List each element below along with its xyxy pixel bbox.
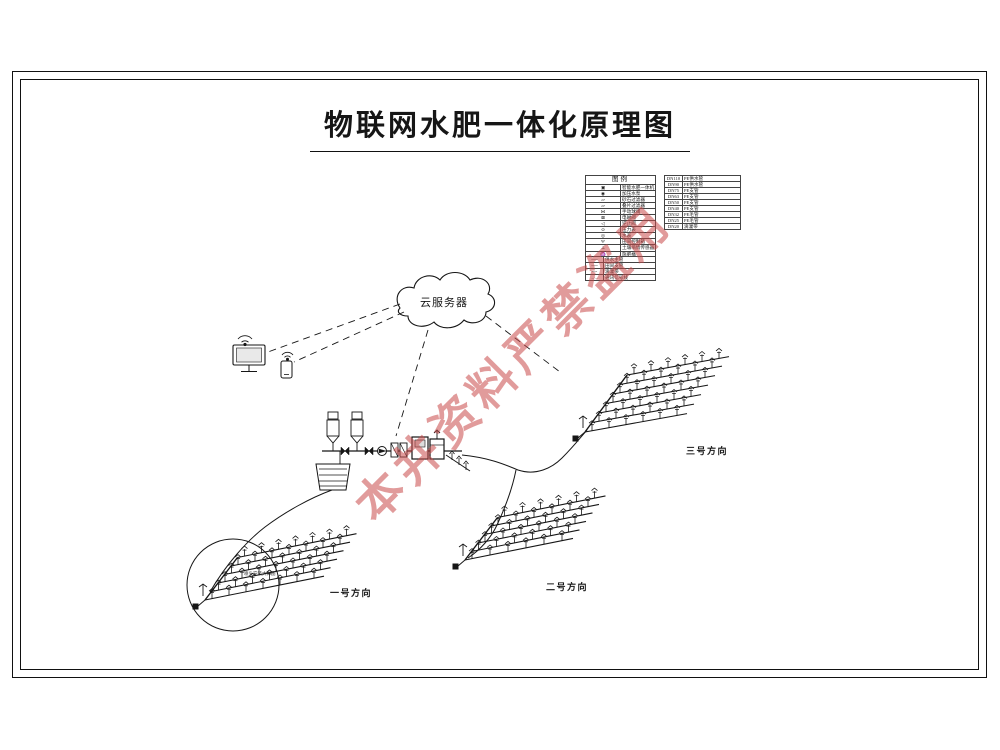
legend-table-main: 图例▣智能水肥一体机◉加压水泵▱砂石过滤器▱叠片过滤器⋈手动球阀⊠电磁阀◁逆止阀… xyxy=(585,175,656,264)
legend-table-lines: ──供水主管──田间支管╌╌滴灌带–·–通讯信号线 xyxy=(585,255,656,282)
legend-row: ▣智能水肥一体机 xyxy=(585,183,656,192)
field-label-2: 二号方向 xyxy=(546,582,589,592)
legend-label: 通讯信号线 xyxy=(603,274,656,282)
equipment-cluster xyxy=(315,411,471,491)
monitor-icon xyxy=(232,335,266,372)
sheet-border-inner xyxy=(20,79,979,670)
legend-symbol: DN110 xyxy=(664,174,683,183)
cloud-server-label: 云服务器 xyxy=(420,297,468,309)
phone-icon xyxy=(280,351,294,379)
field-grid-2 xyxy=(452,487,606,570)
field-grid-1 xyxy=(192,525,357,610)
title-row: 物联网水肥一体化原理图 xyxy=(0,102,1000,152)
field-label-3: 三号方向 xyxy=(686,446,729,456)
legend-label: 叠片过滤器 xyxy=(620,202,656,210)
legend-label: 智能水肥一体机 xyxy=(620,183,656,192)
detail-circle xyxy=(186,538,280,632)
legend-label: 砂石过滤器 xyxy=(620,196,656,204)
legend-row: –·–通讯信号线 xyxy=(585,274,656,282)
legend-row: ▱砂石过滤器 xyxy=(585,196,656,204)
legend-row: ▱叠片过滤器 xyxy=(585,202,656,210)
legend-label: 加压水泵 xyxy=(620,190,656,198)
sheet-border-outer xyxy=(12,71,987,678)
field-label-1: 一号方向 xyxy=(330,588,373,598)
field-grid-3 xyxy=(572,347,730,442)
cloud-server xyxy=(396,271,496,329)
legend-label: 手动球阀 xyxy=(620,208,656,216)
legend-symbol: DN20 xyxy=(664,223,683,231)
legend-label: 土壤墒情传感器 xyxy=(620,244,656,252)
cloud-links xyxy=(267,303,561,437)
legend-label: 田间控制箱 xyxy=(620,238,656,246)
legend-row: ◉加压水泵 xyxy=(585,190,656,198)
legend-header: 图例 xyxy=(585,175,656,185)
legend-symbol: –·– xyxy=(585,274,604,282)
legend-label: 滴灌带 xyxy=(682,223,741,231)
page-title: 物联网水肥一体化原理图 xyxy=(309,102,690,152)
legend-row: ⋈手动球阀 xyxy=(585,208,656,216)
legend-row: ⊥土壤墒情传感器 xyxy=(585,244,656,252)
detail-note: 喷头安装大样图 xyxy=(244,571,276,576)
